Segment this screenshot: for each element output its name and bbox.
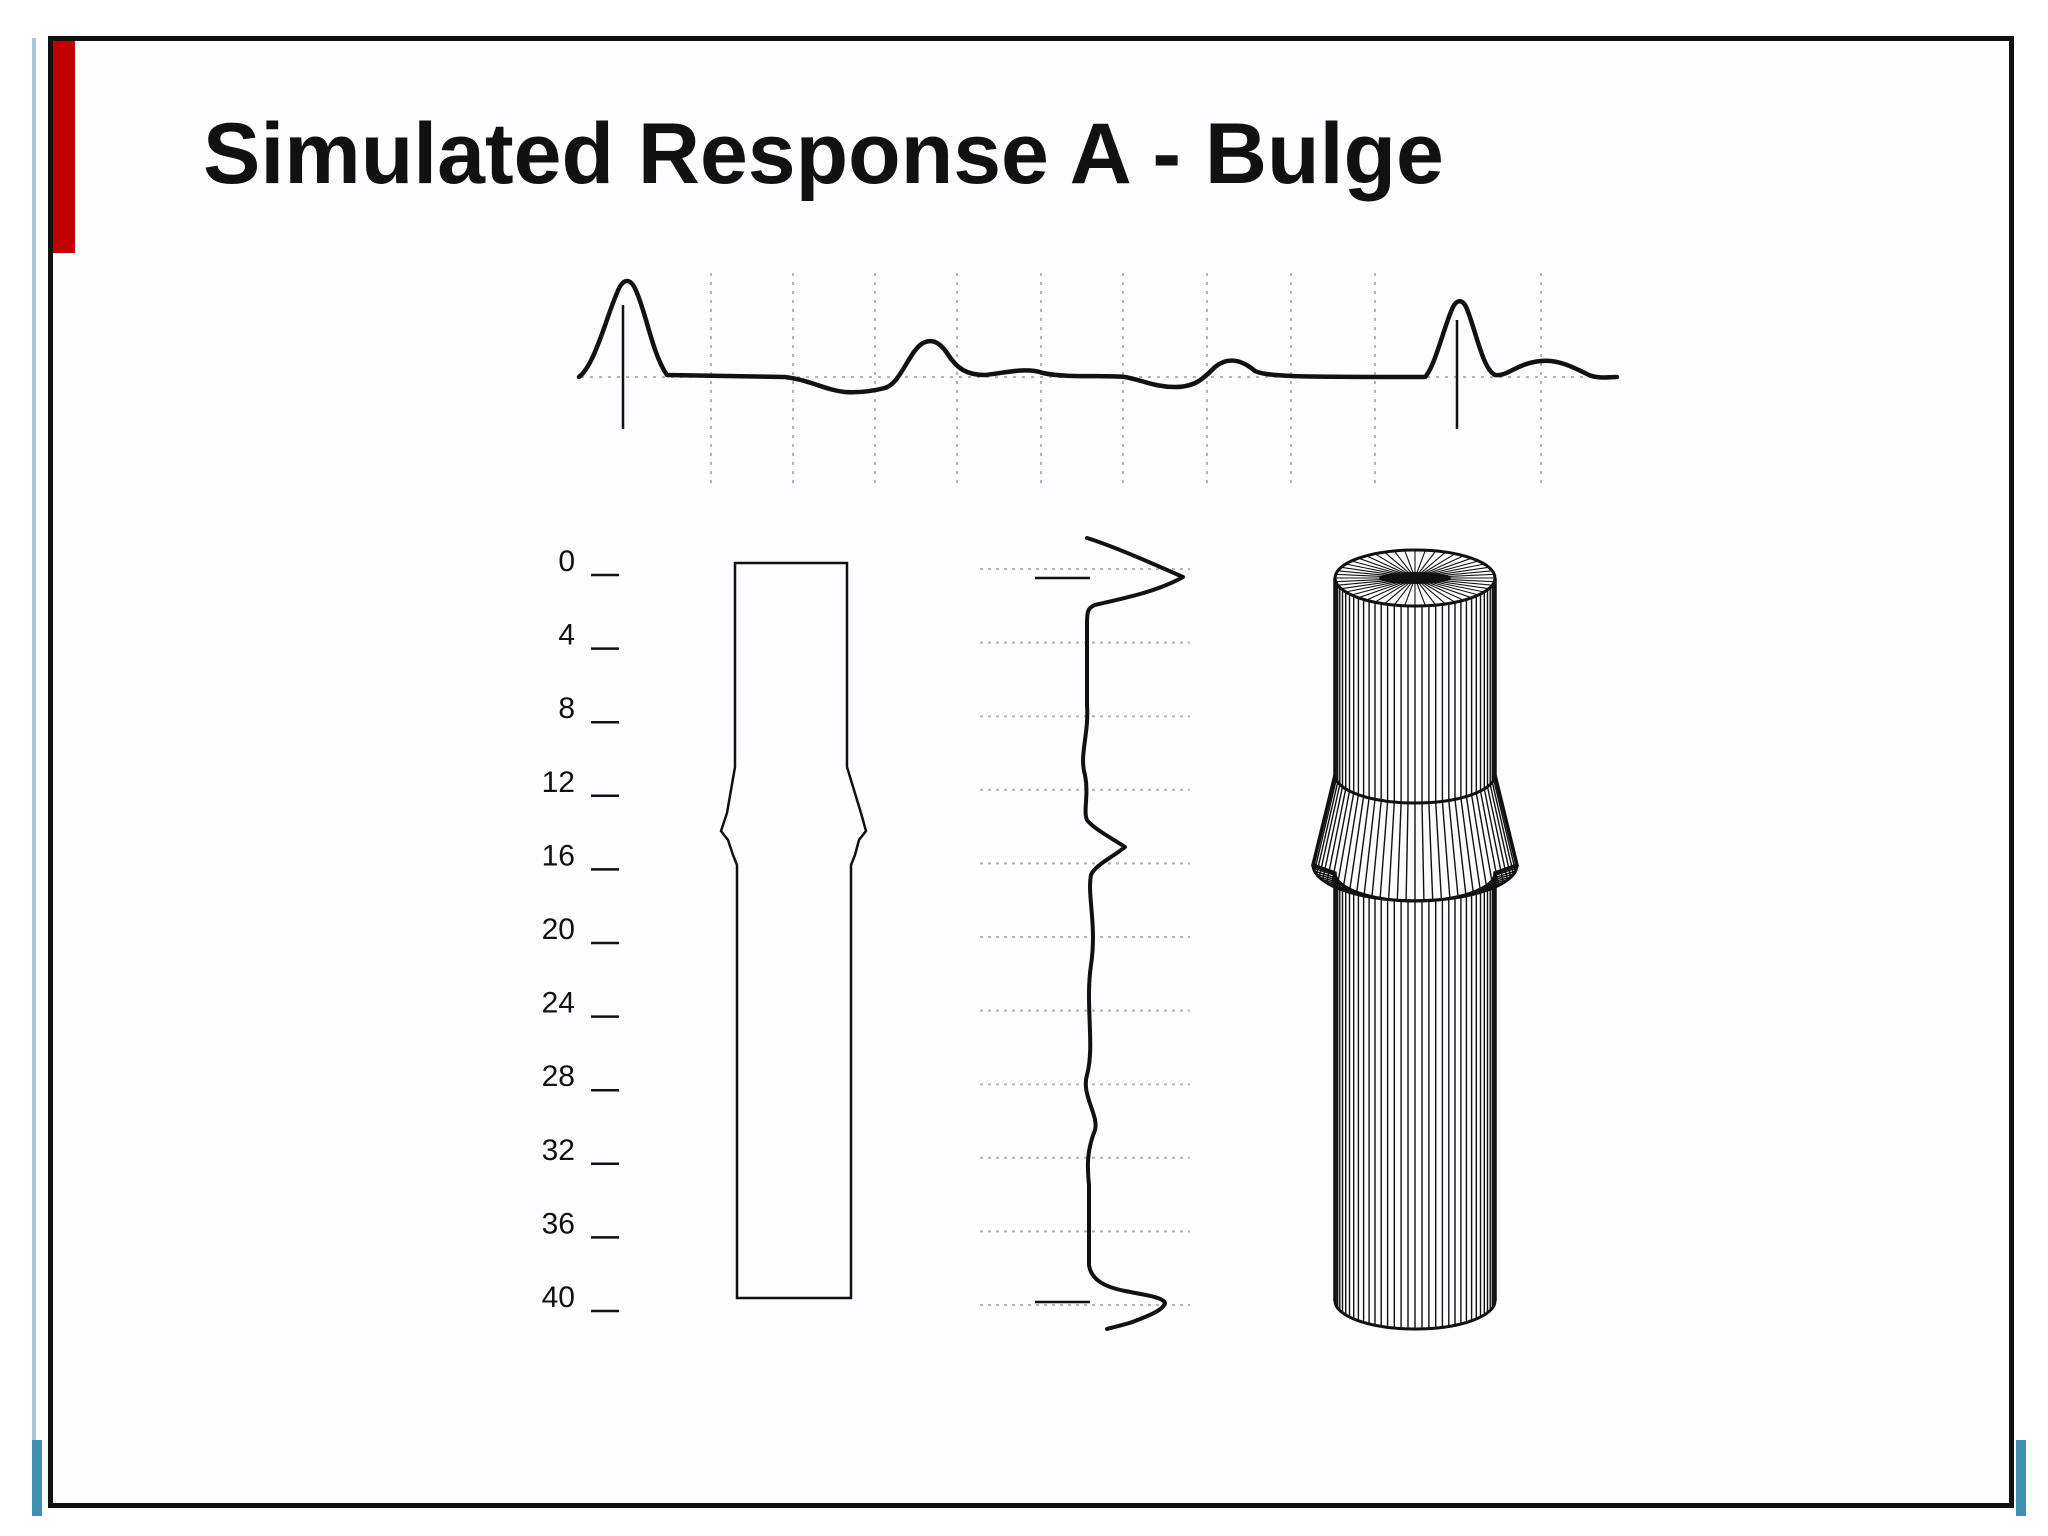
pile-3d-facet-line	[1435, 801, 1443, 900]
slide-title: Simulated Response A - Bulge	[203, 106, 1444, 202]
pile-3d-facet-line	[1379, 801, 1389, 899]
pile-3d-facet-line	[1494, 867, 1517, 877]
depth-label: 0	[558, 545, 575, 578]
pile-3d-facet-line	[1483, 788, 1504, 884]
depth-label: 28	[542, 1060, 575, 1093]
trace-markers	[621, 305, 1459, 429]
reflectogram-markers	[1035, 576, 1090, 1304]
pile-3d-facet-line	[1318, 784, 1341, 878]
pile-3d-ring	[1333, 1300, 1497, 1331]
diagram: 0 4 8 12 16 20 24 28 32 36 40	[542, 273, 1620, 1331]
pile-3d-facet-line	[1313, 867, 1336, 877]
pile-3d-facet-line	[1448, 800, 1459, 898]
depth-label: 20	[542, 913, 575, 946]
pile-3d-facet-line	[1313, 779, 1337, 872]
pile-3d-facet-line	[1371, 800, 1382, 898]
pile-3d-facet-line	[1314, 870, 1337, 879]
pile-3d-model	[1310, 548, 1520, 1331]
pile-3d-facet-line	[1355, 797, 1370, 895]
pile-3d-facet-line	[1330, 790, 1351, 886]
pile-3d-facet-line	[1441, 801, 1451, 899]
depth-label: 4	[558, 619, 575, 652]
pile-3d-facet-line	[1421, 802, 1425, 901]
window-edge-right-accent	[2016, 1440, 2026, 1516]
velocity-trace-panel	[576, 273, 1620, 485]
depth-label: 36	[542, 1207, 575, 1240]
pile-3d-facet-line	[1460, 797, 1475, 895]
pile-3d-facet-line	[1454, 799, 1467, 896]
depth-label: 24	[542, 987, 575, 1020]
depth-label: 8	[558, 692, 575, 725]
depth-label: 40	[542, 1281, 575, 1314]
pile-3d-facet-line	[1428, 802, 1434, 901]
slide: Simulated Response A - Bulge	[48, 36, 2014, 1508]
pile-3d-facet-line	[1493, 779, 1517, 872]
depth-label: 16	[542, 839, 575, 872]
pile-3d-facet-line	[1479, 790, 1500, 886]
pile-3d-silhouette	[1310, 578, 1520, 1301]
slide-accent-bar	[53, 41, 75, 253]
pile-3d-facet-line	[1348, 796, 1365, 893]
pile-3d-facet-line	[1363, 799, 1376, 896]
pile-3d-facet-line	[1491, 782, 1515, 875]
pile-3d-facet-line	[1342, 794, 1360, 891]
pile-profile-outline	[719, 561, 868, 1300]
pile-3d-facet-line	[1396, 802, 1402, 901]
pile-3d-facet-line	[1387, 801, 1395, 900]
pile-3d-facet-line	[1470, 794, 1488, 891]
pile-profile-panel	[719, 561, 868, 1300]
pile-3d-facet-line	[1486, 786, 1509, 881]
window-edge-left-accent	[32, 1440, 42, 1516]
depth-scale: 0 4 8 12 16 20 24 28 32 36 40	[542, 545, 619, 1314]
depth-label: 12	[542, 766, 575, 799]
pile-3d-cap-center	[1379, 572, 1451, 584]
pile-3d-facet-line	[1336, 792, 1355, 889]
pile-3d-facet-line	[1326, 788, 1347, 884]
pile-3d-facet-line	[1475, 792, 1494, 889]
pile-3d-facet-line	[1493, 870, 1516, 879]
reflectogram-trace	[1081, 536, 1185, 1331]
pile-3d-facet-line	[1405, 802, 1409, 901]
depth-label: 32	[542, 1134, 575, 1167]
velocity-trace	[576, 278, 1620, 395]
reflectogram-panel	[980, 536, 1190, 1331]
trace-grid	[581, 273, 1615, 485]
pile-3d-facet-line	[1489, 784, 1512, 878]
pile-3d-facet-line	[1321, 786, 1344, 881]
pile-3d-facet-line	[1465, 796, 1482, 893]
window-edge-left	[32, 38, 36, 1516]
pile-3d-facet-line	[1315, 782, 1339, 875]
